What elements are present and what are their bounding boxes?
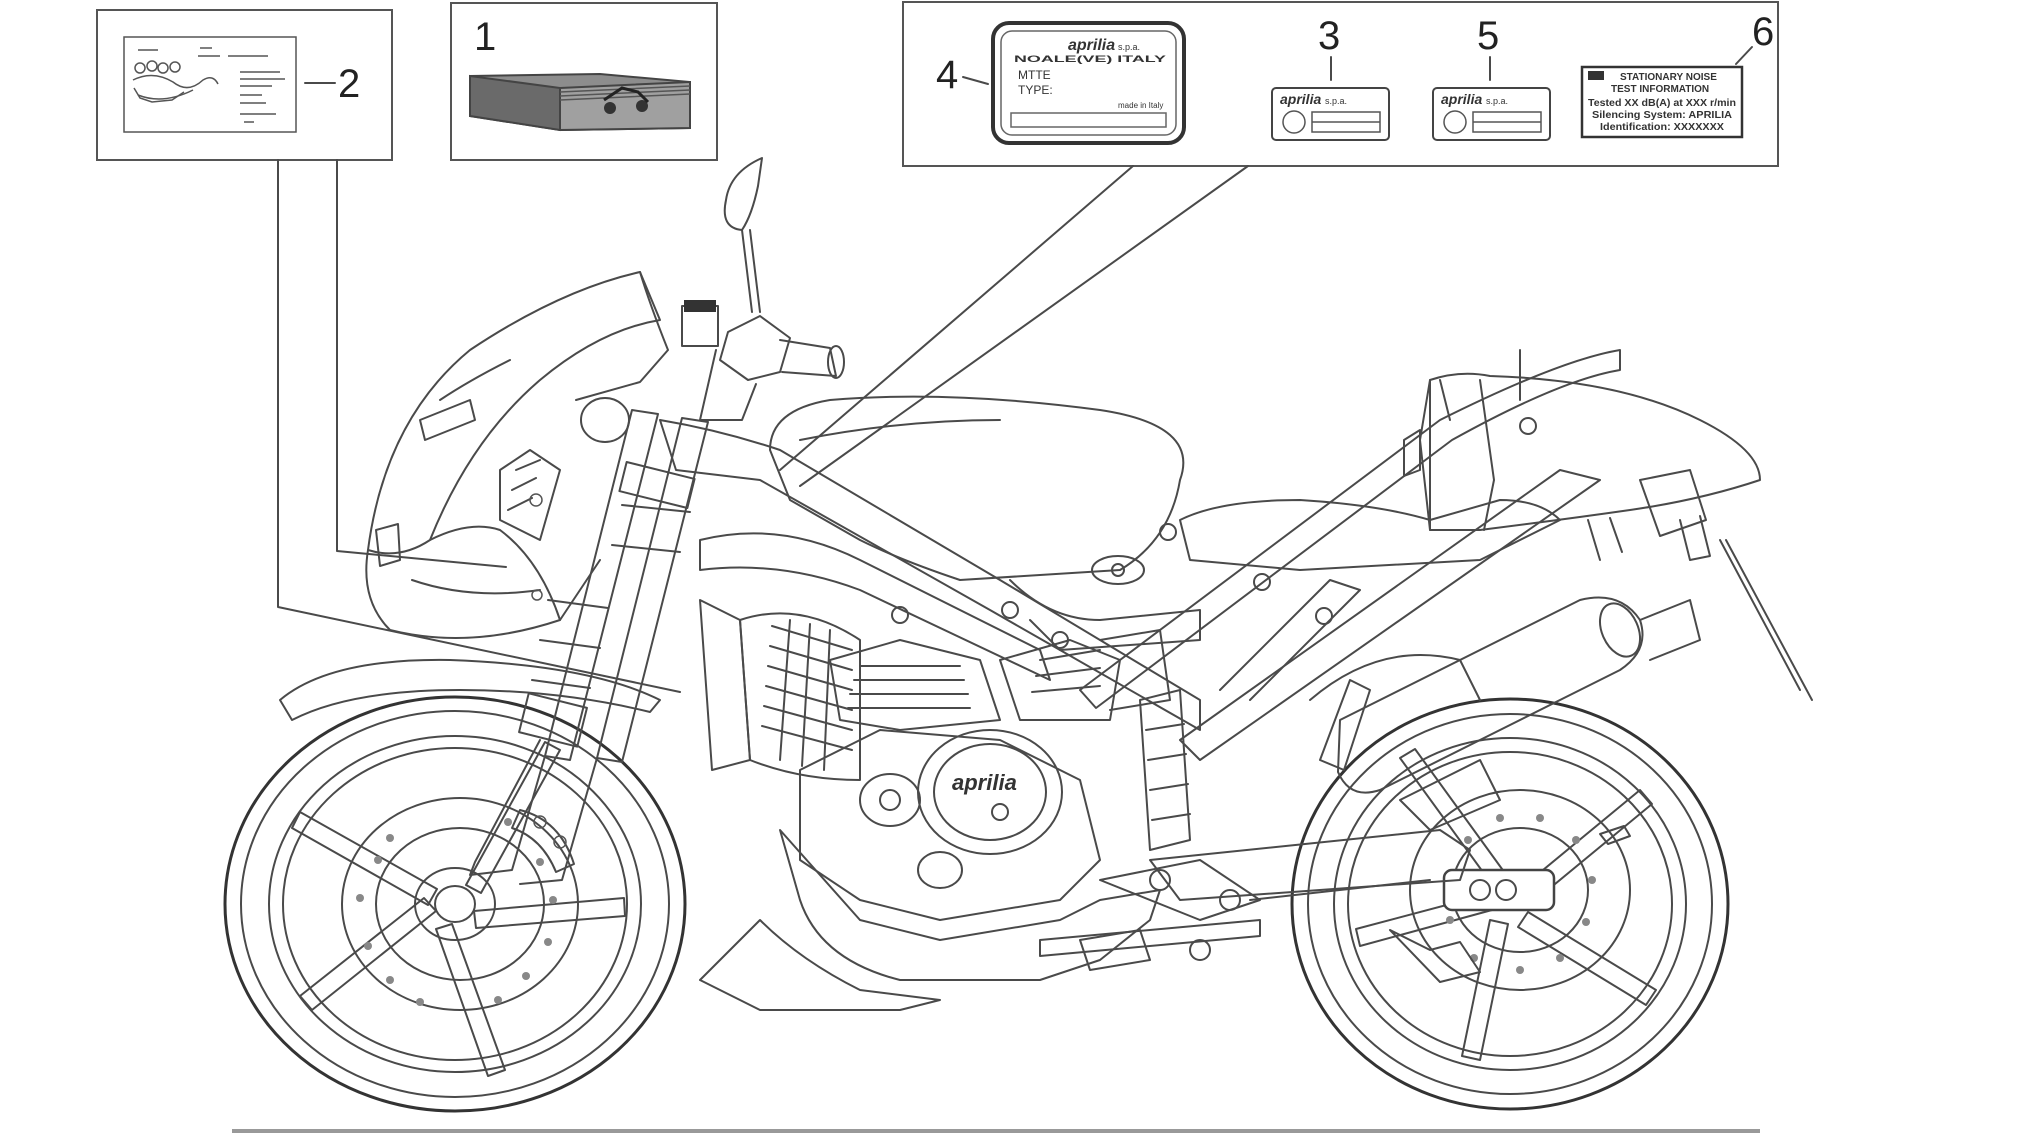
leader-lines [277,159,1249,693]
rear-suspension [1039,689,1261,957]
label-6-title-1: STATIONARY NOISE [1620,72,1717,83]
label-4-made: made in Italy [1118,101,1163,110]
engine-cover-logo: aprilia [952,770,1017,795]
callout-1: 1 [474,15,496,59]
label-6-line-2: Silencing System: APRILIA [1592,110,1732,121]
service-label-artwork [132,47,285,123]
motorcycle-drawing: aprilia [223,157,1813,1133]
main-frame [659,349,1621,761]
panel-2: 2 [96,9,393,161]
footpegs [1079,679,1371,971]
label-4-frame-plate: aprilia s.p.a. NOALE(VE) ITALY MTTE TYPE… [991,21,1186,145]
front-wheel [223,695,687,1113]
label-4-address: NOALE(VE) ITALY [1014,54,1166,64]
exhaust [1309,596,1701,831]
callout-6: 6 [1752,10,1774,54]
handlebar-assembly [681,157,845,421]
callout-5: 5 [1477,14,1499,58]
label-panel: aprilia s.p.a. NOALE(VE) ITALY MTTE TYPE… [902,1,1779,167]
label-3-brand: aprilia [1280,91,1321,107]
fuel-tank [769,395,1185,581]
label-4-brand: aprilia [1068,37,1115,54]
label-4-type: TYPE: [1018,83,1053,97]
belly-pan [779,829,1161,981]
owner-manual-illustration [469,72,691,132]
callout-4: 4 [936,53,958,97]
front-mudguard [279,658,661,721]
rear-disc-holes [1446,814,1596,974]
label-6-noise-info: STATIONARY NOISE TEST INFORMATION Tested… [1580,65,1744,139]
swingarm [1149,829,1471,901]
rear-wheel [1290,697,1730,1111]
engine-block: aprilia [799,601,1171,921]
front-disc-holes [356,818,557,1006]
label-5-sticker: aprilia s.p.a. [1432,87,1551,141]
label-6-title-2: TEST INFORMATION [1611,84,1709,95]
label-6-line-3: Identification: XXXXXXX [1600,122,1724,133]
panel-1: 1 [450,2,718,161]
label-4-mtte: MTTE [1018,68,1051,82]
label-3-sticker: aprilia s.p.a. [1271,87,1390,141]
label-3-suffix: s.p.a. [1325,96,1347,106]
label-6-line-1: Tested XX dB(A) at XXX r/min [1588,98,1736,109]
seat [1179,499,1561,571]
front-fairing [365,271,669,639]
callout-3: 3 [1318,14,1340,58]
label-5-brand: aprilia [1441,91,1482,107]
label-5-suffix: s.p.a. [1486,96,1508,106]
label-4-suffix: s.p.a. [1118,42,1140,52]
tail-section [1403,372,1813,701]
callout-2: 2 [338,62,360,106]
radiator [699,599,861,781]
